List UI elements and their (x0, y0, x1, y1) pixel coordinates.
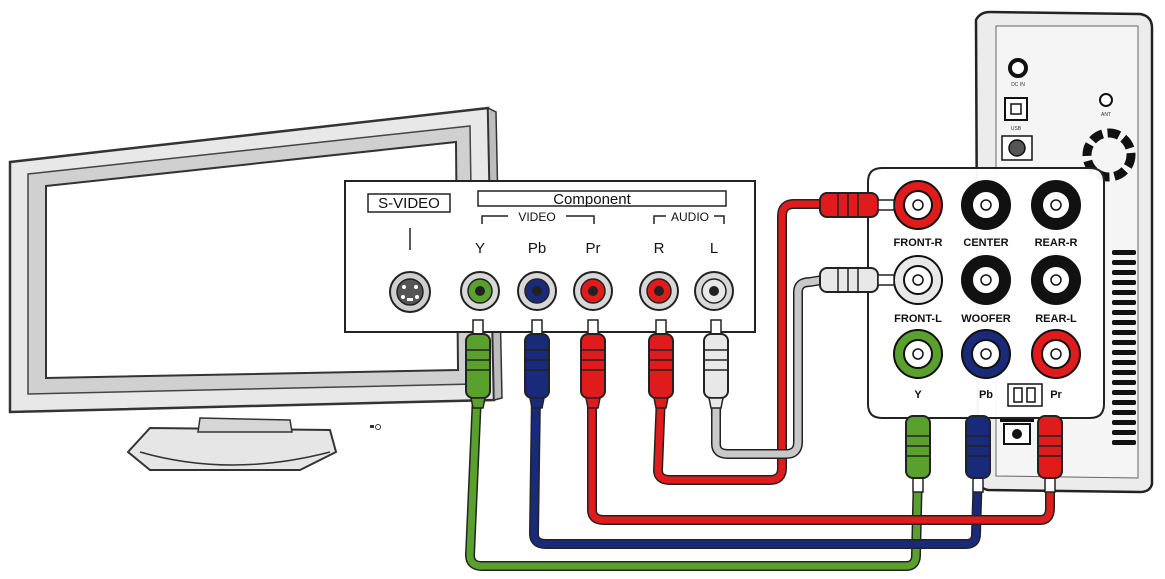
player-label-front-l: FRONT-L (894, 313, 942, 325)
vent-slot (1112, 350, 1136, 355)
player-label-woofer: WOOFER (961, 313, 1011, 325)
tv-port-label-pr: Pr (586, 240, 601, 257)
front-r-port[interactable] (893, 180, 943, 230)
player-label-pb: Pb (979, 389, 993, 401)
tv-port-label-y: Y (475, 240, 485, 257)
tv-pr-port[interactable] (573, 271, 613, 311)
vent-slot (1112, 440, 1136, 445)
player-label-pr: Pr (1050, 389, 1062, 401)
fan-vent (1082, 128, 1136, 182)
player-svideo-port[interactable] (1008, 139, 1026, 157)
vent-slot (1112, 400, 1136, 405)
player-pr-port[interactable] (1031, 329, 1081, 379)
component-label: Component (553, 191, 631, 208)
audio-r-cable (654, 200, 826, 484)
front-l-port[interactable] (893, 255, 943, 305)
vent-slot (1112, 320, 1136, 325)
player-pr-plug[interactable] (1037, 415, 1063, 493)
tv-audio-r-plug[interactable] (648, 319, 674, 409)
plugs (465, 192, 1063, 493)
pr-cable (588, 391, 1054, 524)
vent-slot (1112, 310, 1136, 315)
player-label-y: Y (914, 389, 922, 401)
tv-port-label-l: L (710, 240, 718, 257)
vent-slot (1112, 250, 1136, 255)
tv-audio-r-port[interactable] (639, 271, 679, 311)
antenna-icon (1099, 93, 1113, 107)
player-pb-port[interactable] (961, 329, 1011, 379)
front-l-plug[interactable] (819, 267, 895, 293)
player-pb-plug[interactable] (965, 415, 991, 493)
audio-label: AUDIO (671, 210, 709, 224)
cables (465, 199, 1055, 571)
video-label: VIDEO (518, 210, 555, 224)
svg-text:USB: USB (1011, 126, 1022, 132)
player-label-rear-l: REAR-L (1035, 313, 1077, 325)
vent-slot (1112, 340, 1136, 345)
player-y-plug[interactable] (905, 415, 931, 493)
player-y-port[interactable] (893, 329, 943, 379)
player-label-front-r: FRONT-R (894, 237, 943, 249)
vent-slot (1112, 270, 1136, 275)
vent-slot (1112, 330, 1136, 335)
player-label-rear-r: REAR-R (1035, 237, 1078, 249)
vent-slot (1112, 280, 1136, 285)
rear-l-port[interactable] (1031, 255, 1081, 305)
pb-cable (530, 391, 982, 548)
svg-text:ANT: ANT (1101, 112, 1111, 118)
vent-slot (1112, 410, 1136, 415)
vent-slot (1112, 360, 1136, 365)
tv-port-label-pb: Pb (528, 240, 546, 257)
player-output-panel: FRONT-R CENTER REAR-R FRONT-L WOOFER REA… (867, 167, 1105, 419)
tv-pr-plug[interactable] (580, 319, 606, 409)
vent-slot (1112, 300, 1136, 305)
tv-pb-plug[interactable] (524, 319, 550, 409)
tv-audio-l-plug[interactable] (703, 319, 729, 409)
vent-slot (1112, 380, 1136, 385)
tv-y-port[interactable] (460, 271, 500, 311)
rear-r-port[interactable] (1031, 180, 1081, 230)
tv-y-plug[interactable] (465, 319, 491, 409)
tv-power-led (375, 424, 381, 430)
player-label-center: CENTER (963, 237, 1008, 249)
svg-text:DC IN: DC IN (1011, 82, 1025, 88)
tv-pb-port[interactable] (517, 271, 557, 311)
vent-slot (1112, 290, 1136, 295)
vent-slot (1112, 430, 1136, 435)
tv-port-label-r: R (654, 240, 665, 257)
dc-in-jack[interactable] (1008, 58, 1028, 78)
vent-slot (1112, 420, 1136, 425)
tv-audio-l-port[interactable] (694, 271, 734, 311)
vent-slot (1112, 390, 1136, 395)
woofer-port[interactable] (961, 255, 1011, 305)
center-port[interactable] (961, 180, 1011, 230)
audio-l-cable (712, 276, 826, 458)
y-cable (466, 391, 922, 570)
tv-input-panel: S-VIDEO Component VIDEO AUDIO Y Pb Pr R … (344, 180, 756, 333)
svideo-port[interactable] (389, 271, 431, 313)
vent-slot (1112, 260, 1136, 265)
front-r-plug[interactable] (819, 192, 895, 218)
svideo-label: S-VIDEO (378, 195, 440, 212)
vent-slot (1112, 370, 1136, 375)
